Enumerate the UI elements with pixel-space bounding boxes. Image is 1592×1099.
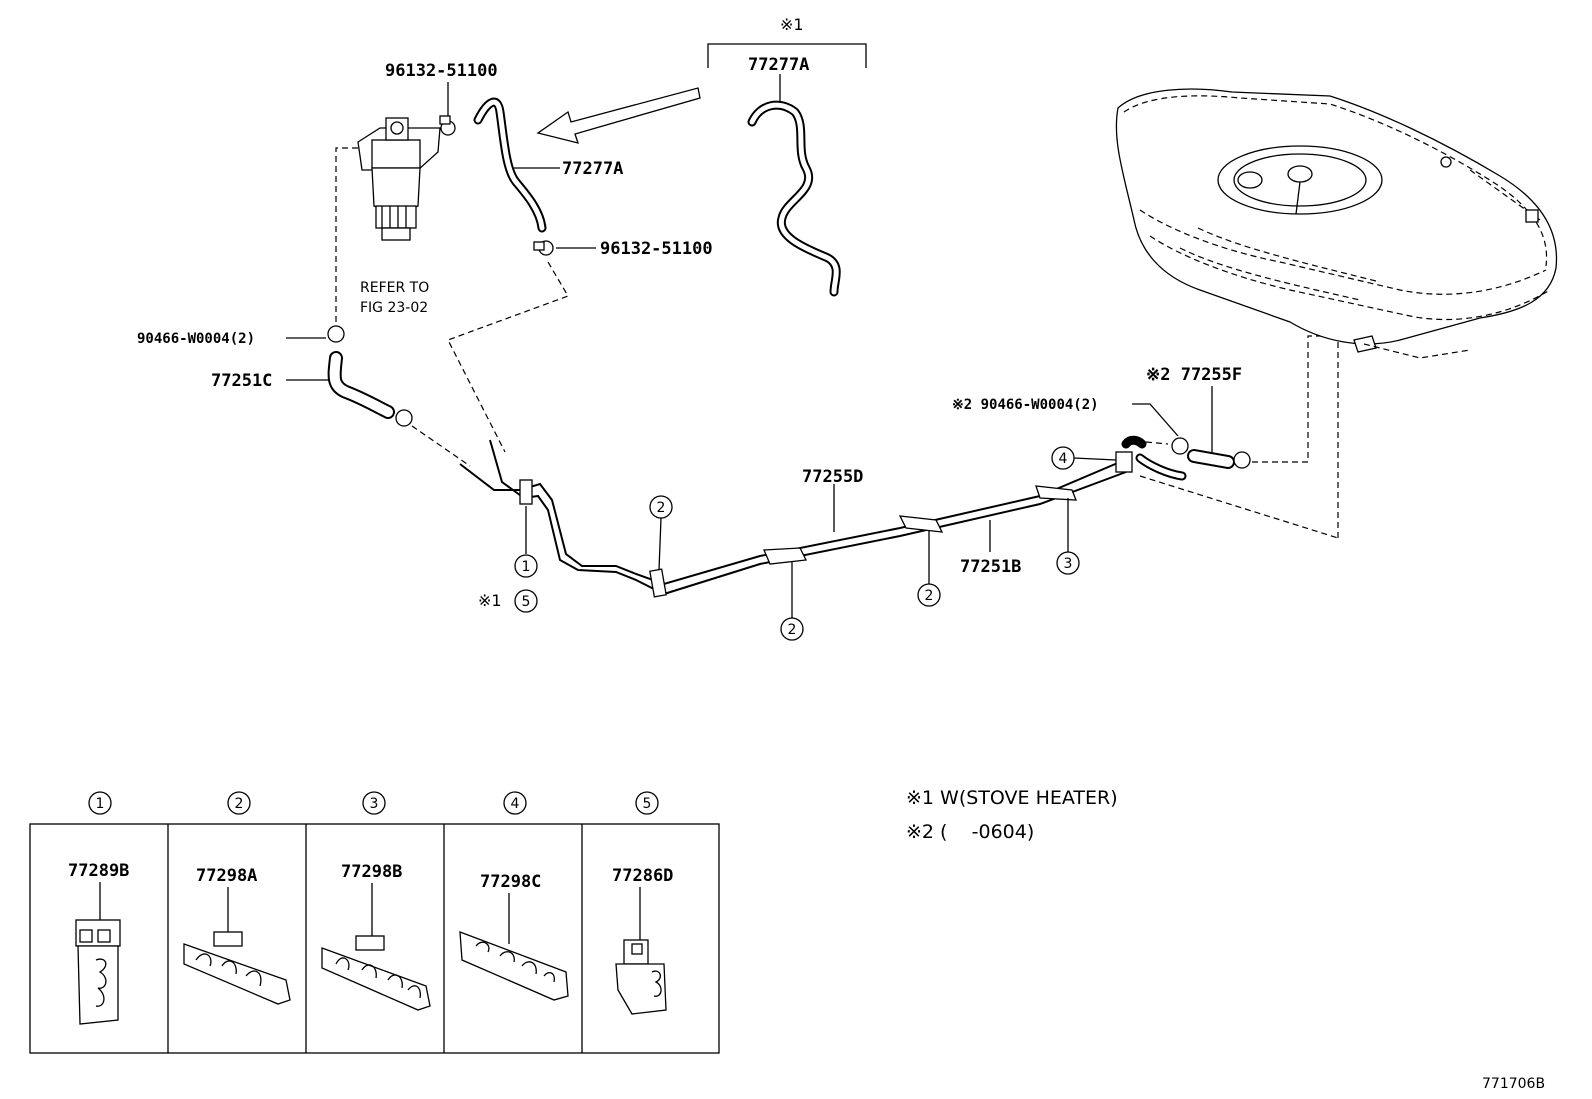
callout-1 xyxy=(514,554,538,578)
dashed-hose-to-pipe xyxy=(447,261,569,453)
fuel-tank xyxy=(1115,88,1558,359)
legend-part-5: 77286D xyxy=(612,866,673,886)
callout-5-prefix: ※1 xyxy=(478,591,502,610)
pipe-clamps xyxy=(519,451,1133,598)
direction-arrow xyxy=(536,87,701,144)
label-96132-middle: 96132-51100 xyxy=(600,239,713,259)
clip-icon xyxy=(395,409,413,427)
svg-text:1: 1 xyxy=(96,796,105,812)
clamp-96132-top: 96132-51100 xyxy=(385,61,498,136)
clamp-2b-shape xyxy=(763,547,807,565)
legend-callout-5 xyxy=(635,791,659,815)
legend-callout-2 xyxy=(227,791,251,815)
legend-callout-1 xyxy=(88,791,112,815)
label-77255f: ※2 77255F xyxy=(1146,365,1242,385)
dashed-filter-to-clip xyxy=(335,147,358,322)
clip-icon xyxy=(327,325,345,343)
svg-text:3: 3 xyxy=(1064,556,1073,572)
svg-text:4: 4 xyxy=(511,796,520,812)
label-77277a: 77277A xyxy=(562,159,623,179)
figure-id: 771706B xyxy=(1482,1076,1545,1092)
svg-text:2: 2 xyxy=(925,588,934,604)
svg-text:2: 2 xyxy=(657,500,666,516)
tank-side-hoses: ※2 90466-W0004(2) ※2 77255F xyxy=(952,335,1340,539)
callouts: 1 ※1 5 2 2 2 3 4 xyxy=(478,446,1117,641)
note-1: ※1 W(STOVE HEATER) xyxy=(906,787,1118,809)
label-77255d: 77255D xyxy=(802,467,863,487)
svg-text:3: 3 xyxy=(370,796,379,812)
legend-part-3: 77298B xyxy=(341,862,402,882)
refer-text-line2: FIG 23-02 xyxy=(360,300,428,316)
legend-part-2: 77298A xyxy=(196,866,257,886)
legend-item-5: 5 77286D xyxy=(612,791,673,1015)
legend-part-1: 77289B xyxy=(68,861,129,881)
filter-bowl xyxy=(371,167,421,212)
legend-callout-3 xyxy=(362,791,386,815)
filter-head xyxy=(371,139,421,169)
note-2: ※2 ( -0604) xyxy=(906,821,1034,843)
svg-text:2: 2 xyxy=(788,622,797,638)
hose-77251c: 77251C xyxy=(211,351,471,467)
label-77251c: 77251C xyxy=(211,371,272,391)
arrow-shape xyxy=(536,87,701,144)
pipe-77251b xyxy=(489,439,1127,596)
legend-frame xyxy=(29,823,720,1054)
clamp-1-shape xyxy=(519,479,533,505)
svg-text:1: 1 xyxy=(522,559,531,575)
label-77251b: 77251B xyxy=(960,557,1021,577)
clip-icon xyxy=(1233,451,1251,469)
clip-90466-left: 90466-W0004(2) xyxy=(137,325,345,347)
callout-2b xyxy=(780,617,804,641)
legend-item-1: 1 77289B xyxy=(68,791,129,1025)
callout-5 xyxy=(514,589,538,613)
legend-part-4: 77298C xyxy=(480,872,541,892)
legend-callout-4 xyxy=(503,791,527,815)
clamp-2c-shape xyxy=(898,515,944,533)
fuel-pipes: 77255D 77251B xyxy=(459,439,1127,596)
svg-text:5: 5 xyxy=(643,796,652,812)
svg-text:2: 2 xyxy=(235,796,244,812)
legend-item-3: 3 77298B xyxy=(321,791,431,1011)
stove-heater-variant-group: ※1 77277A xyxy=(707,15,867,297)
fuel-filter-assembly: REFER TO FIG 23-02 xyxy=(357,117,441,316)
clip-icon xyxy=(1171,437,1189,455)
legend-item-4: 4 77298C xyxy=(459,791,569,1001)
clamp-3-shape xyxy=(1035,485,1077,501)
label-77277a-variant: 77277A xyxy=(748,55,809,75)
note1-marker: ※1 xyxy=(780,15,804,34)
variant-bracket xyxy=(707,43,867,68)
tank-body xyxy=(1115,88,1558,345)
label-90466-right: ※2 90466-W0004(2) xyxy=(952,397,1099,413)
svg-text:4: 4 xyxy=(1059,451,1068,467)
clamp-96132-middle: 96132-51100 xyxy=(533,239,713,259)
clamp-2a-shape xyxy=(649,568,667,598)
label-90466-left: 90466-W0004(2) xyxy=(137,331,255,347)
clamp-legend: 1 77289B 2 77298A 3 77298B xyxy=(29,791,720,1054)
svg-text:5: 5 xyxy=(522,594,531,610)
refer-text-line1: REFER TO xyxy=(360,280,429,296)
clamp-4-shape xyxy=(1115,451,1133,473)
callout-3 xyxy=(1056,551,1080,575)
hose-77277a: 77277A xyxy=(473,97,623,233)
callout-2c xyxy=(917,583,941,607)
label-96132-top: 96132-51100 xyxy=(385,61,498,81)
legend-item-2: 2 77298A xyxy=(183,791,291,1005)
